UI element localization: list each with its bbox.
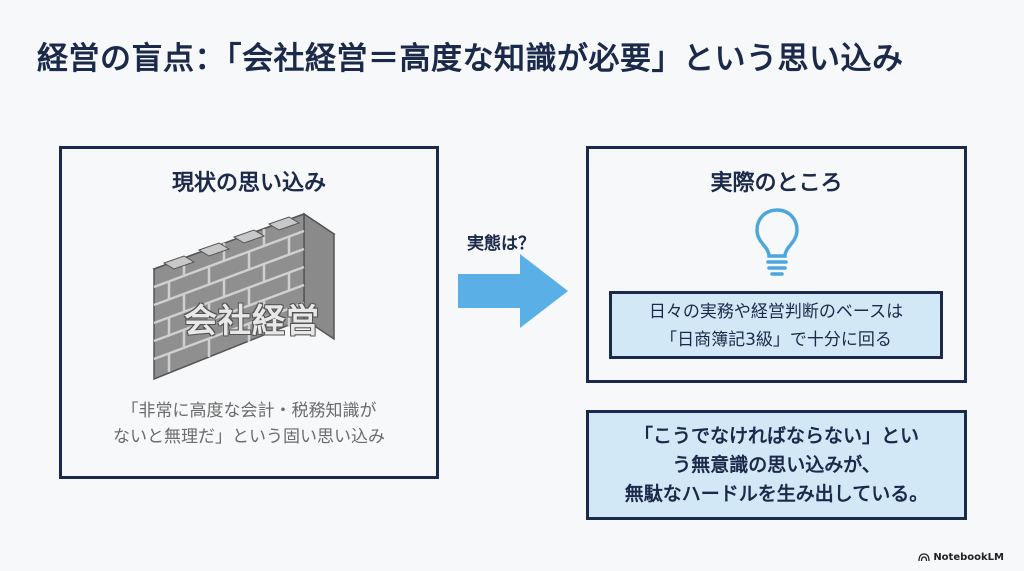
current-belief-panel: 現状の思い込み (59, 146, 439, 479)
right-arrow-icon (458, 254, 568, 328)
reality-info-box: 日々の実務や経営判断のベースは 「日商簿記3級」で十分に回る (609, 291, 943, 359)
conclusion-callout: 「こうでなければならない」とい う無意識の思い込みが、 無駄なハードルを生み出し… (586, 410, 967, 520)
callout-line2: う無意識の思い込みが、 (672, 454, 881, 476)
lightbulb-icon (755, 208, 799, 276)
current-belief-title: 現状の思い込み (171, 171, 326, 196)
arrow-label: 実態は？ (467, 234, 535, 254)
callout-line3: 無駄なハードルを生み出している。 (624, 483, 929, 505)
notebooklm-logo-icon (918, 553, 930, 562)
brick-wall-icon (152, 212, 336, 381)
page-title: 経営の盲点：「会社経営＝高度な知識が必要」という思い込み (37, 41, 904, 77)
reality-panel: 実際のところ 日々の実務や経営判断のベースは 「日商簿記3級」で十分に回る (586, 146, 967, 383)
wall-label: 会社経営 (184, 301, 320, 340)
belief-caption-line2: ないと無理だ」という固い思い込み (113, 427, 385, 447)
belief-caption: 「非常に高度な会計・税務知識が ないと無理だ」という固い思い込み (82, 398, 416, 450)
callout-line1: 「こうでなければならない」とい (633, 425, 919, 447)
brand-name: NotebookLM (933, 552, 1004, 563)
notebooklm-brand: NotebookLM (918, 552, 1004, 563)
belief-caption-line1: 「非常に高度な会計・税務知識が (121, 401, 377, 421)
reality-title: 実際のところ (710, 171, 843, 196)
reality-info-line1: 日々の実務や経営判断のベースは (648, 302, 904, 322)
reality-info-line2: 「日商簿記3級」で十分に回る (660, 330, 892, 350)
